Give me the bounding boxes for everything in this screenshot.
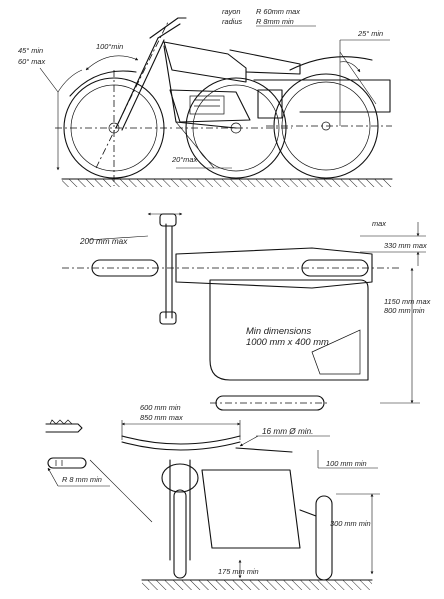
front-fender — [69, 70, 137, 97]
tube-label: 16 mm Ø min. — [262, 427, 313, 436]
sidecar-body-front — [201, 469, 301, 549]
sidecar-tub — [209, 279, 369, 381]
ground-hatch-front — [142, 580, 372, 590]
headlamp — [161, 463, 199, 493]
width-max-label: 330 mm max — [384, 241, 427, 250]
radius-label: radius — [222, 17, 242, 26]
r-max-label: R 60mm max — [256, 7, 300, 16]
bar-max-label: 850 mm max — [140, 413, 183, 422]
seat — [229, 49, 301, 75]
angle-min-label: 45° min — [18, 46, 43, 55]
rear-wheel-top — [301, 259, 369, 277]
front-wheel-top — [91, 259, 159, 277]
sidecar-seat-hatch — [311, 329, 361, 375]
lever-end-detail — [47, 457, 87, 469]
bar-min-label: 600 mm min — [140, 403, 181, 412]
bike-body-top — [175, 247, 373, 289]
r-min-label: R 8mm min — [256, 17, 294, 26]
lever-radius-label: R 8 mm min — [62, 475, 102, 484]
rear-wheel — [176, 77, 292, 179]
sidecar-wheel — [266, 73, 392, 179]
engine — [169, 89, 251, 123]
rear-angle-label: 25° min — [357, 29, 383, 38]
track-max-label: 1150 mm max — [384, 297, 431, 306]
sidecar-fender — [289, 56, 373, 71]
grip-bottom — [159, 311, 177, 325]
bottom-angle-label: 20°max — [171, 155, 197, 164]
sidecar-wheel-front — [315, 495, 333, 581]
frame — [163, 45, 237, 129]
min-dimensions-label: Min dimensions — [246, 325, 311, 336]
clearance-label: 100 mm min — [326, 459, 367, 468]
handlebar — [149, 17, 187, 39]
angle-max-label: 60° max — [18, 57, 45, 66]
ground-clearance-label: 175 mm min — [218, 567, 259, 576]
rayon-label: rayon — [222, 7, 241, 16]
mirror-box — [257, 89, 283, 119]
ground-hatch — [62, 179, 392, 187]
front-view: 600 mm min 850 mm max 16 mm Ø min. 100 m… — [45, 403, 380, 590]
front-wheel-front — [173, 489, 187, 579]
grip-top — [159, 213, 177, 227]
max-label: max — [372, 219, 386, 228]
fuel-tank — [163, 41, 247, 83]
top-view: 200 mm max max 330 mm max 1150 mm max 80… — [62, 212, 431, 411]
side-view: 45° min 60° max 100°min rayon radius R 6… — [18, 7, 393, 187]
handlebar-width-label: 200 mm max — [79, 237, 128, 246]
height-label: 300 mm min — [330, 519, 371, 528]
lever-detail — [45, 423, 83, 433]
min-dimensions-value: 1000 mm x 400 mm — [246, 336, 329, 347]
sidecar-body-side — [253, 79, 391, 113]
front-fork — [95, 21, 169, 169]
front-wheel — [55, 70, 172, 186]
handlebar-front — [121, 435, 241, 445]
steer-angle-label: 100°min — [96, 42, 123, 51]
track-min-label: 800 mm min — [384, 306, 425, 315]
